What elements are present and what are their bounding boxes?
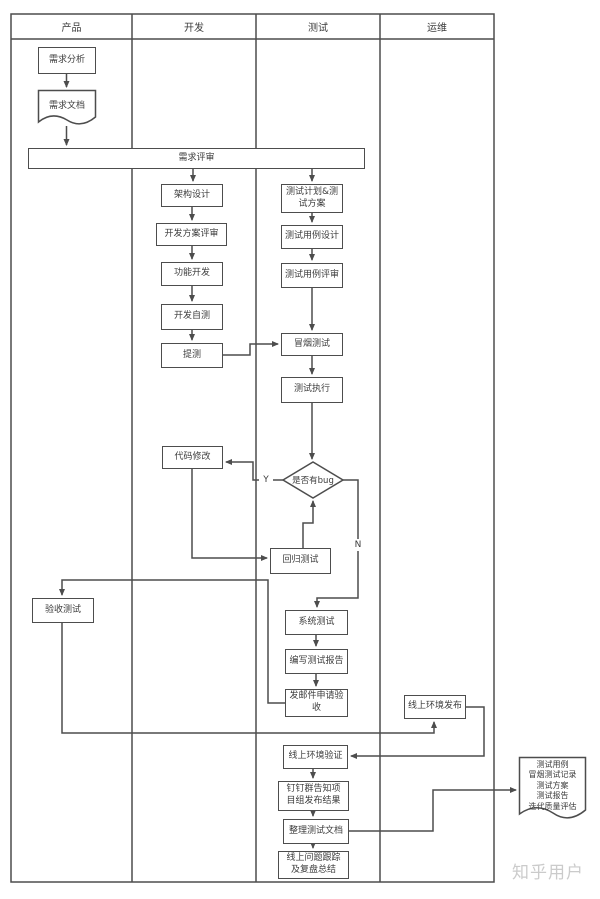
flow-connectors (59, 74, 517, 849)
swimlane-frame (10, 13, 495, 883)
edge-label-yes: Y (259, 474, 273, 486)
node-requirement-document: 需求文档 (48, 100, 85, 111)
node-architecture-design: 架构设计 (161, 184, 223, 207)
lane-header-development: 开发 (184, 23, 204, 34)
lane-header-operations: 运维 (427, 23, 447, 34)
node-test-case-review: 测试用例评审 (281, 263, 343, 288)
deliverables-document-shape (518, 756, 587, 819)
node-system-test: 系统测试 (285, 610, 348, 635)
node-smoke-test: 冒烟测试 (281, 333, 343, 356)
watermark-zhihu-user: 知乎用户 (512, 862, 584, 883)
req-doc-document-shape (37, 89, 97, 125)
node-online-verification: 线上环境验证 (283, 745, 348, 769)
node-requirement-review: 需求评审 (28, 148, 365, 169)
deliverable-line: 测试报告 (536, 791, 569, 801)
node-dingtalk-notify: 钉钉群告知项目组发布结果 (278, 781, 349, 811)
node-test-execution: 测试执行 (281, 377, 343, 403)
node-dev-plan-review: 开发方案评审 (156, 223, 227, 246)
deliverables-document-text: 测试用例 冒烟测试记录 测试方案 测试报告 迭代质量评估 (521, 760, 584, 812)
node-email-acceptance-request: 发邮件申请验收 (285, 689, 348, 717)
deliverable-line: 冒烟测试记录 (528, 770, 577, 780)
node-online-release: 线上环境发布 (404, 695, 466, 719)
deliverable-line: 测试用例 (536, 759, 569, 769)
node-submit-for-test: 提测 (161, 343, 223, 368)
node-requirement-analysis: 需求分析 (38, 47, 96, 74)
deliverable-line: 测试方案 (536, 780, 569, 790)
node-issue-tracking-review: 线上问题跟踪及复盘总结 (278, 851, 349, 879)
has-bug-decision-diamond (281, 461, 345, 499)
deliverable-line: 迭代质量评估 (528, 801, 577, 811)
node-write-test-report: 编写测试报告 (285, 649, 348, 674)
node-test-case-design: 测试用例设计 (281, 225, 343, 249)
node-dev-self-test: 开发自测 (161, 304, 223, 330)
decision-has-bug-label: 是否有bug (292, 476, 334, 486)
node-regression-test: 回归测试 (270, 548, 331, 574)
node-code-fix: 代码修改 (162, 446, 223, 469)
lane-header-testing: 测试 (308, 23, 328, 34)
node-test-plan: 测试计划&测试方案 (281, 184, 343, 213)
node-organize-test-docs: 整理测试文档 (283, 819, 349, 844)
node-feature-development: 功能开发 (161, 262, 223, 286)
node-acceptance-test: 验收测试 (32, 598, 94, 623)
lane-header-product: 产品 (61, 23, 82, 34)
edge-label-no: N (351, 539, 365, 551)
flow-shapes (37, 89, 587, 819)
